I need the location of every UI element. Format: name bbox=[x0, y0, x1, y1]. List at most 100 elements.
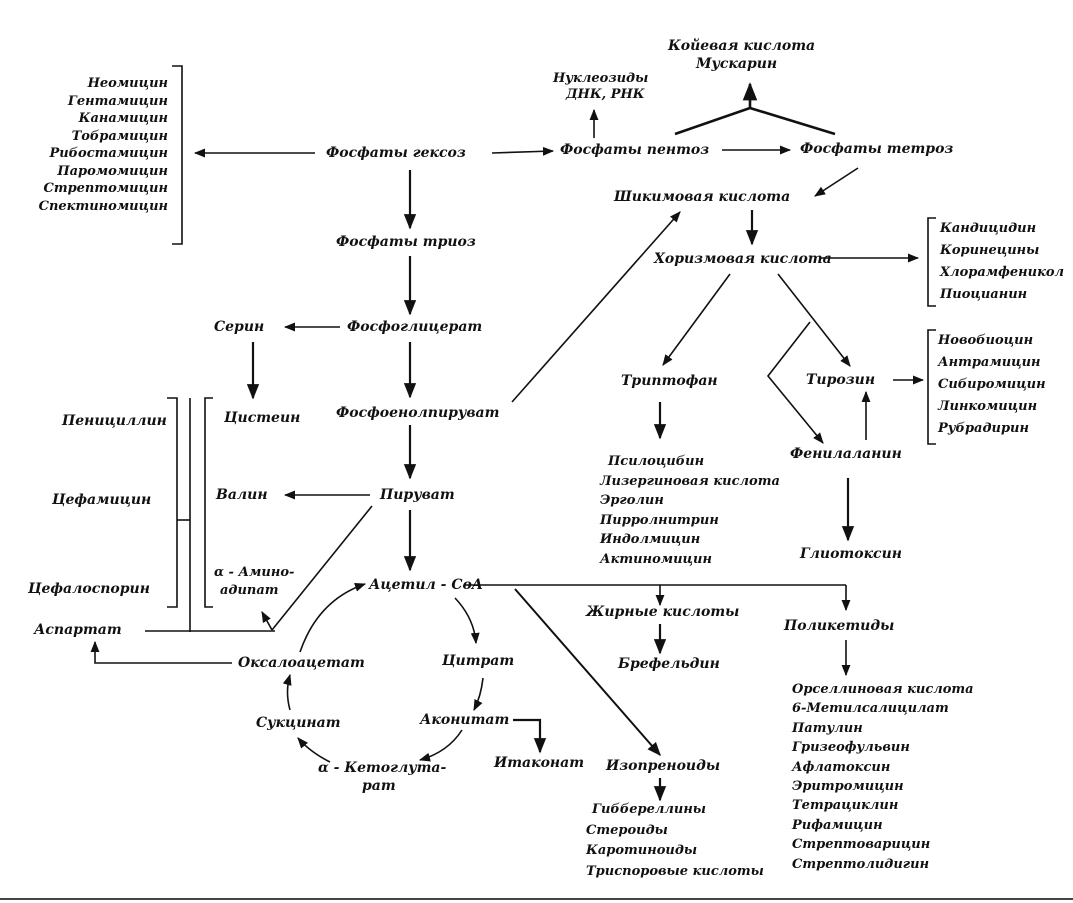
chorismate-product-item: Коринецины bbox=[940, 243, 1040, 258]
bracket-aminoglycosides bbox=[172, 65, 183, 245]
node-citrate: Цитрат bbox=[442, 653, 515, 669]
edge-succinate-to-oxaloacetate bbox=[282, 673, 292, 711]
node-acetyl-coa: Ацетил - CoA bbox=[369, 577, 483, 593]
list-tyrosine-products: Новобиоцин Антрамицин Сибиромицин Линком… bbox=[938, 330, 1046, 440]
node-cephalosporin: Цефалоспорин bbox=[28, 581, 150, 597]
node-serine: Серин bbox=[214, 319, 265, 335]
tryptophan-product-item: Индолмицин bbox=[600, 532, 701, 547]
tyrosine-product-item: Рубрадирин bbox=[938, 421, 1029, 436]
isoprenoid-product-item: Каротиноиды bbox=[586, 843, 698, 858]
bracket-aminoacids bbox=[204, 397, 213, 608]
node-nucleosides: Нуклеозиды bbox=[553, 71, 649, 86]
node-succinate: Сукцинат bbox=[256, 715, 341, 731]
list-chorismate-products: Кандицидин Коринецины Хлорамфеникол Пиоц… bbox=[940, 218, 1064, 306]
tyrosine-product-item: Новобиоцин bbox=[938, 333, 1034, 348]
polyketide-product-item: Афлатоксин bbox=[792, 759, 891, 775]
polyketide-product-item: Орселлиновая кислота bbox=[792, 682, 974, 697]
edge-chorismic-to-tryptophan bbox=[662, 273, 731, 366]
edge-ketoglutarate-to-succinate bbox=[297, 737, 331, 763]
edge-oxaloacetate-to-acetylcoa bbox=[299, 583, 367, 653]
polyketide-product-item: Гризеофульвин bbox=[792, 740, 910, 756]
node-shikimic-acid: Шикимовая кислота bbox=[614, 189, 791, 205]
aminoglycoside-item: Стрептомицин bbox=[43, 181, 168, 196]
polyketide-product-item: 6-Метилсалицилат bbox=[792, 701, 949, 717]
node-tryptophan: Триптофан bbox=[621, 373, 718, 389]
node-muscarine: Мускарин bbox=[696, 56, 778, 72]
aminoglycoside-item: Неомицин bbox=[87, 76, 168, 91]
isoprenoid-product-item: Гиббереллины bbox=[592, 802, 707, 817]
bracket-tyrosine-products bbox=[927, 329, 936, 445]
aminoglycoside-item: Спектиномицин bbox=[38, 198, 168, 214]
aminoglycoside-item: Тобрамицин bbox=[71, 128, 168, 144]
edge-chorismic-to-tyrosine bbox=[777, 273, 851, 367]
node-triose-phosphates: Фосфаты триоз bbox=[336, 234, 476, 250]
isoprenoid-product-item: Триспоровые кислоты bbox=[586, 863, 764, 879]
chorismate-product-item: Хлорамфеникол bbox=[940, 265, 1065, 280]
node-isoprenoids: Изопреноиды bbox=[606, 758, 721, 774]
node-oxaloacetate: Оксалоацетат bbox=[238, 655, 365, 671]
page-bottom-rule bbox=[0, 898, 1073, 900]
node-phenylalanine: Фенилаланин bbox=[790, 446, 902, 462]
node-pyruvate: Пируват bbox=[380, 487, 455, 503]
tyrosine-product-item: Сибиромицин bbox=[938, 377, 1046, 392]
edge-aconitate-to-ketoglutarate bbox=[418, 729, 463, 762]
tryptophan-product-item: Лизергиновая кислота bbox=[600, 473, 780, 489]
isoprenoid-product-item: Стероиды bbox=[586, 822, 668, 838]
node-tetrose-phosphates: Фосфаты тетроз bbox=[800, 141, 954, 157]
node-pentose-phosphates: Фосфаты пентоз bbox=[560, 142, 710, 158]
edge-oxaloacetate-to-aspartate bbox=[90, 640, 232, 664]
chorismate-product-item: Пиоцианин bbox=[940, 287, 1028, 302]
node-kojic-acid: Койевая кислота bbox=[668, 38, 816, 54]
node-dna-rna: ДНК, РНК bbox=[566, 87, 645, 102]
edge-hexose-to-pentose bbox=[491, 146, 555, 156]
node-hexose-phosphates: Фосфаты гексоз bbox=[326, 145, 466, 161]
node-polyketides: Поликетиды bbox=[784, 618, 895, 634]
node-brefeldin: Брефельдин bbox=[618, 656, 720, 672]
edge-acetylcoa-to-citrate bbox=[454, 597, 480, 645]
node-phosphoglycerate: Фосфоглицерат bbox=[347, 319, 483, 335]
node-aspartate: Аспартат bbox=[34, 622, 122, 638]
node-ketoglutarate-line2: рат bbox=[362, 778, 396, 794]
node-penicillin: Пенициллин bbox=[62, 413, 167, 429]
aminoglycoside-item: Паромомицин bbox=[57, 163, 168, 179]
node-valine: Валин bbox=[216, 487, 268, 503]
aminoglycoside-item: Рибостамицин bbox=[49, 146, 168, 161]
polyketide-product-item: Эритромицин bbox=[792, 779, 904, 795]
edge-tetrose-to-shikimic bbox=[814, 167, 859, 197]
polyketide-product-item: Тетрациклин bbox=[792, 798, 899, 814]
edge-pep-to-shikimic bbox=[511, 211, 681, 403]
list-tryptophan-products: Псилоцибин Лизергиновая кислота Эрголин … bbox=[600, 452, 780, 569]
aminoglycoside-item: Канамицин bbox=[78, 111, 168, 126]
edge-citrate-to-aconitate bbox=[473, 677, 484, 712]
edge-acetylcoa-to-isoprenoids bbox=[514, 588, 661, 757]
list-polyketide-products: Орселлиновая кислота 6-Метилсалицилат Па… bbox=[792, 680, 974, 874]
tryptophan-product-item: Актиномицин bbox=[600, 551, 712, 567]
tryptophan-product-item: Псилоцибин bbox=[608, 454, 705, 469]
chorismate-product-item: Кандицидин bbox=[940, 221, 1037, 236]
node-gliotoxin: Глиотоксин bbox=[800, 546, 902, 562]
node-aminoadipate-line1: α - Амино- bbox=[214, 565, 295, 580]
node-chorismic-acid: Хоризмовая кислота bbox=[654, 251, 832, 267]
node-ketoglutarate-line1: α - Кетоглута- bbox=[318, 760, 447, 776]
polyketide-product-item: Стрептолидигин bbox=[792, 856, 930, 872]
node-tyrosine: Тирозин bbox=[806, 372, 876, 388]
polyketide-product-item: Рифамицин bbox=[792, 817, 883, 833]
list-aminoglycosides: Неомицин Гентамицин Канамицин Тобрамицин… bbox=[26, 75, 168, 215]
bracket-chorismate-products bbox=[927, 217, 936, 307]
edge-pyruvate-to-aspartate bbox=[271, 505, 373, 631]
edge-chorismic-to-phenylalanine bbox=[766, 321, 824, 444]
node-aconitate: Аконитат bbox=[420, 712, 510, 728]
node-cysteine: Цистеин bbox=[224, 410, 301, 426]
tyrosine-product-item: Антрамицин bbox=[938, 355, 1041, 370]
tryptophan-product-item: Пирролнитрин bbox=[600, 512, 719, 528]
edge-aconitate-to-itaconate bbox=[513, 718, 547, 754]
node-itaconate: Итаконат bbox=[494, 755, 585, 771]
edge-aspartate-to-aminoadipate bbox=[261, 611, 273, 631]
bracket-beta-lactams bbox=[167, 397, 178, 608]
aminoglycoside-item: Гентамицин bbox=[67, 93, 168, 109]
node-cephamycin: Цефамицин bbox=[52, 492, 152, 508]
polyketide-product-item: Патулин bbox=[792, 720, 863, 736]
tryptophan-product-item: Эрголин bbox=[600, 493, 664, 508]
polyketide-product-item: Стрептоварицин bbox=[792, 837, 931, 853]
